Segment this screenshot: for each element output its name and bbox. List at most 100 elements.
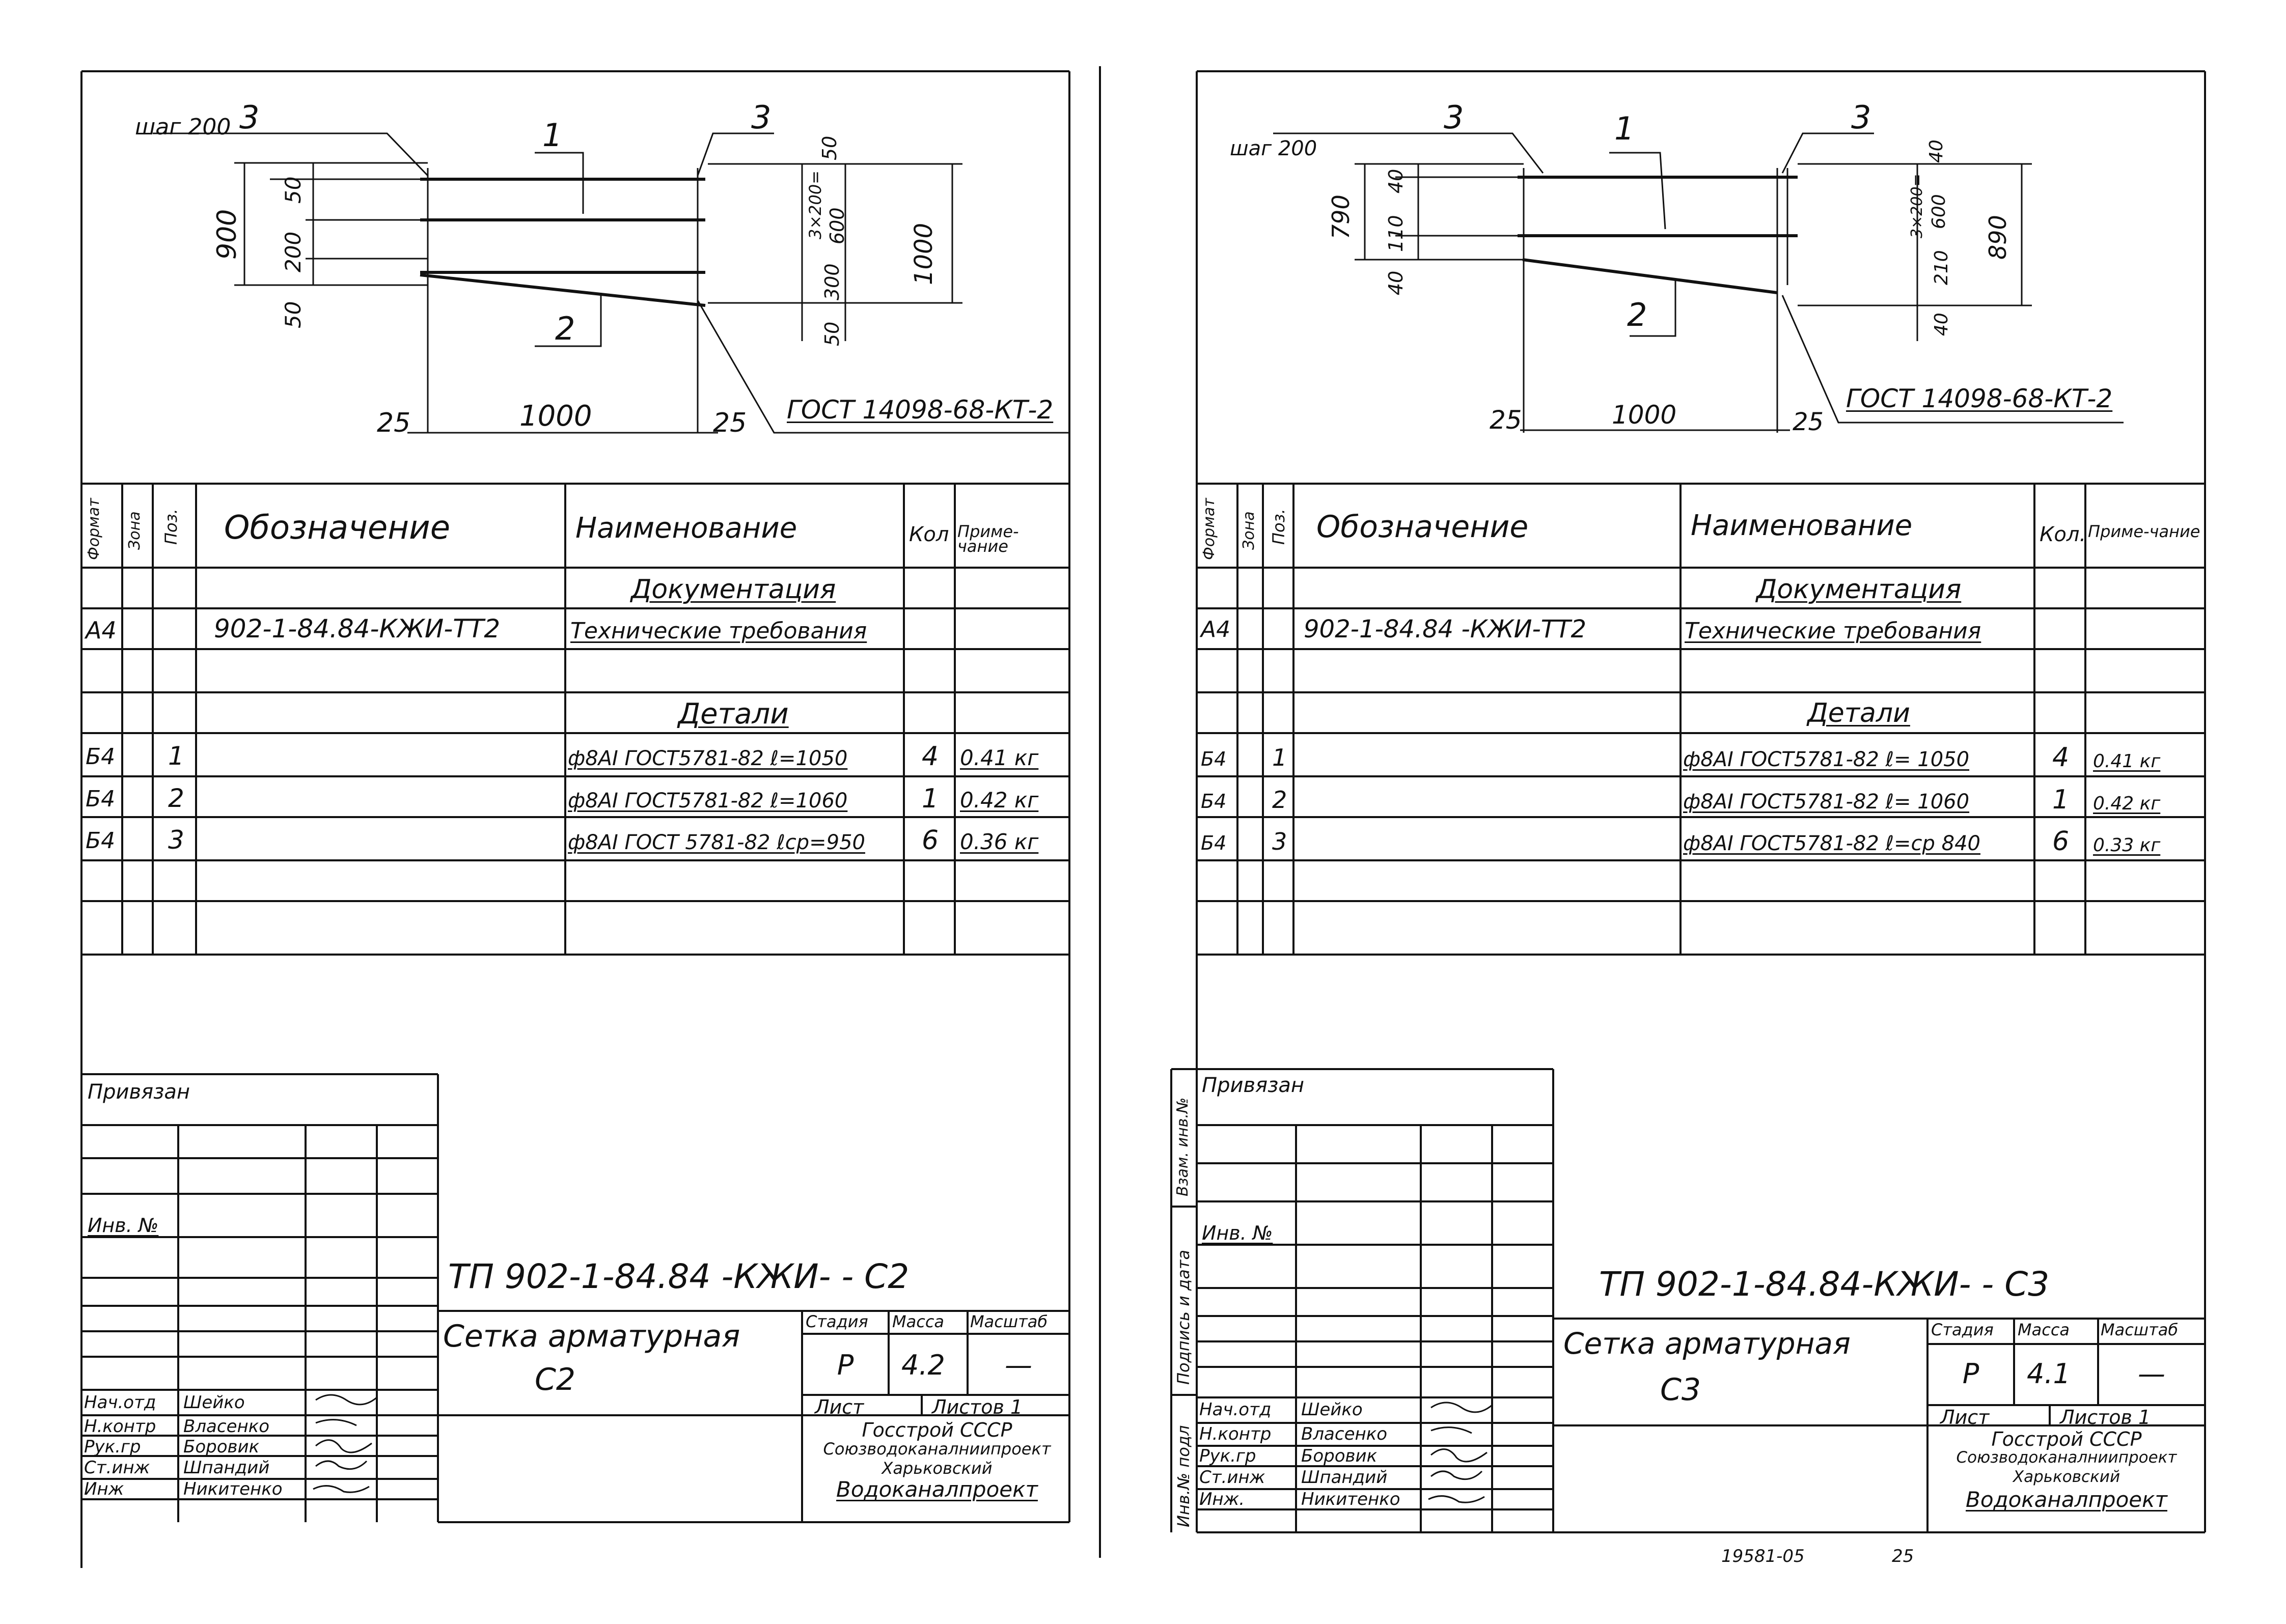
position-2: 2	[1627, 296, 1647, 333]
dimension-25-right: 25	[713, 408, 747, 438]
org-line2: Союзводоканалниипроект	[1956, 1448, 2177, 1467]
dimension-40-bottom: 40	[1385, 270, 1407, 295]
dimension-790: 790	[1327, 194, 1355, 239]
row1-name: ф8АI ГОСТ5781-82 ℓ= 1050	[1683, 748, 1970, 771]
sheet-label: Лист	[815, 1396, 864, 1418]
doc-format: А4	[86, 617, 117, 644]
staff-name-3: Боровик	[183, 1437, 260, 1457]
position-1: 1	[542, 117, 563, 154]
inv-no-orig-label: Инв.№ подл	[1174, 1425, 1193, 1527]
row3-position: 3	[1272, 828, 1287, 855]
stage-value: Р	[837, 1349, 854, 1381]
header-designation: Обозначение	[1316, 509, 1529, 545]
doc-designation: 902-1-84.84 -КЖИ-ТТ2	[1304, 615, 1586, 643]
mass-value: 4.2	[901, 1349, 945, 1381]
row2-quantity: 1	[922, 783, 939, 814]
footer-page: 25	[1892, 1546, 1914, 1566]
dimension-40-top: 40	[1385, 169, 1407, 193]
section-documentation: Документация	[630, 574, 836, 605]
staff-role-5: Инж.	[1199, 1489, 1245, 1509]
scale-value: —	[2138, 1358, 2165, 1390]
dimension-1000-horizontal: 1000	[519, 400, 592, 433]
sign-date-label: Подпись и дата	[1174, 1249, 1193, 1385]
sheet-c3: шаг 200 3 1 3 2 790 40 110 40 40 3×200= …	[1141, 0, 2261, 1624]
row3-note: 0.36 кг	[960, 829, 1039, 854]
staff-role-2: Н.контр	[84, 1416, 156, 1437]
document-code: ТП 902-1-84.84-КЖИ- - С3	[1599, 1265, 2050, 1304]
doc-format: А4	[1201, 617, 1231, 642]
row2-name: ф8АI ГОСТ5781-82 ℓ=1060	[568, 789, 848, 813]
row3-name: ф8АI ГОСТ 5781-82 ℓср=950	[568, 831, 865, 854]
scale-value: —	[1005, 1349, 1032, 1381]
dimension-25-left: 25	[377, 408, 411, 438]
sheet-title-line1: Сетка арматурная	[443, 1319, 740, 1354]
header-stage: Стадия	[806, 1312, 868, 1331]
gost-weld-reference: ГОСТ 14098-68-КТ-2	[787, 395, 1054, 425]
dimension-1000-vertical: 1000	[910, 222, 938, 285]
doc-designation: 902-1-84.84-КЖИ-ТТ2	[214, 614, 501, 643]
row1-format: Б4	[86, 744, 116, 770]
staff-role-3: Рук.гр	[84, 1437, 141, 1457]
sheet-c2: шаг 200 3 1 3 2 900 50 200 50 50 3×200= …	[0, 0, 1120, 1624]
dimension-25-left: 25	[1490, 405, 1522, 435]
position-3-left: 3	[239, 99, 260, 136]
doc-name: Технические требования	[1685, 618, 1981, 644]
sheet-title-line2: С3	[1660, 1372, 1701, 1408]
dimension-890: 890	[1984, 215, 2012, 260]
org-line3: Харьковский	[2013, 1468, 2120, 1486]
header-zone: Зона	[1240, 511, 1258, 550]
step-label: шаг 200	[1230, 137, 1317, 160]
row1-name: ф8АI ГОСТ5781-82 ℓ=1050	[568, 747, 848, 770]
row1-position: 1	[1272, 744, 1287, 771]
row2-name: ф8АI ГОСТ5781-82 ℓ= 1060	[1683, 790, 1970, 814]
dimension-300: 300	[821, 263, 843, 300]
position-3-right: 3	[1851, 99, 1871, 136]
sheets-count: Листов 1	[932, 1396, 1023, 1418]
doc-name: Технические требования	[570, 618, 867, 644]
dimension-right-40-top: 40	[1926, 139, 1947, 163]
dimension-3x200: 3×200=	[806, 170, 825, 239]
sheet-c3-lines	[1170, 70, 2206, 1533]
org-line1: Госстрой СССР	[862, 1419, 1012, 1441]
header-scale: Масштаб	[970, 1312, 1048, 1331]
staff-name-1: Шейко	[183, 1392, 245, 1413]
staff-name-1: Шейко	[1301, 1399, 1363, 1420]
dimension-600: 600	[826, 207, 848, 244]
header-note: Приме-чание	[957, 522, 1019, 556]
dimension-50-top: 50	[281, 176, 306, 204]
inventory-number-label: Инв. №	[1202, 1222, 1273, 1244]
row1-note: 0.41 кг	[2093, 751, 2161, 772]
dimension-right-50-bottom: 50	[821, 321, 843, 346]
row1-position: 1	[168, 741, 184, 771]
header-quantity: Кол.	[2040, 523, 2086, 546]
header-format: Формат	[85, 498, 103, 560]
header-designation: Обозначение	[224, 509, 451, 547]
row2-format: Б4	[86, 786, 116, 812]
section-documentation: Документация	[1756, 574, 1962, 605]
staff-role-4: Ст.инж	[1199, 1467, 1265, 1488]
row3-quantity: 6	[2052, 826, 2070, 857]
header-mass: Масса	[892, 1312, 945, 1331]
section-parts: Детали	[678, 697, 789, 731]
vzam-inv-label: Взам. инв.№	[1174, 1097, 1192, 1196]
staff-name-4: Шпандий	[183, 1458, 270, 1478]
sheet-c2-lines	[80, 70, 1070, 1568]
staff-name-2: Власенко	[1301, 1424, 1388, 1444]
row3-position: 3	[168, 825, 184, 855]
dimension-110: 110	[1385, 215, 1407, 252]
dimension-50-bottom: 50	[281, 301, 306, 328]
row1-format: Б4	[1201, 748, 1227, 770]
dimension-right-40-bottom: 40	[1931, 313, 1952, 336]
row3-format: Б4	[1201, 832, 1227, 854]
staff-role-1: Нач.отд	[84, 1392, 156, 1413]
sheets-count: Листов 1	[2060, 1406, 2151, 1429]
staff-name-5: Никитенко	[183, 1479, 283, 1499]
privyazan-label: Привязан	[1202, 1074, 1305, 1097]
row2-position: 2	[1272, 786, 1287, 814]
header-name: Наименование	[1691, 509, 1913, 542]
privyazan-label: Привязан	[88, 1080, 190, 1104]
dimension-900: 900	[212, 209, 242, 260]
staff-name-2: Власенко	[183, 1416, 270, 1437]
header-position: Поз.	[1269, 509, 1288, 545]
dimension-1000-horizontal: 1000	[1612, 400, 1677, 430]
